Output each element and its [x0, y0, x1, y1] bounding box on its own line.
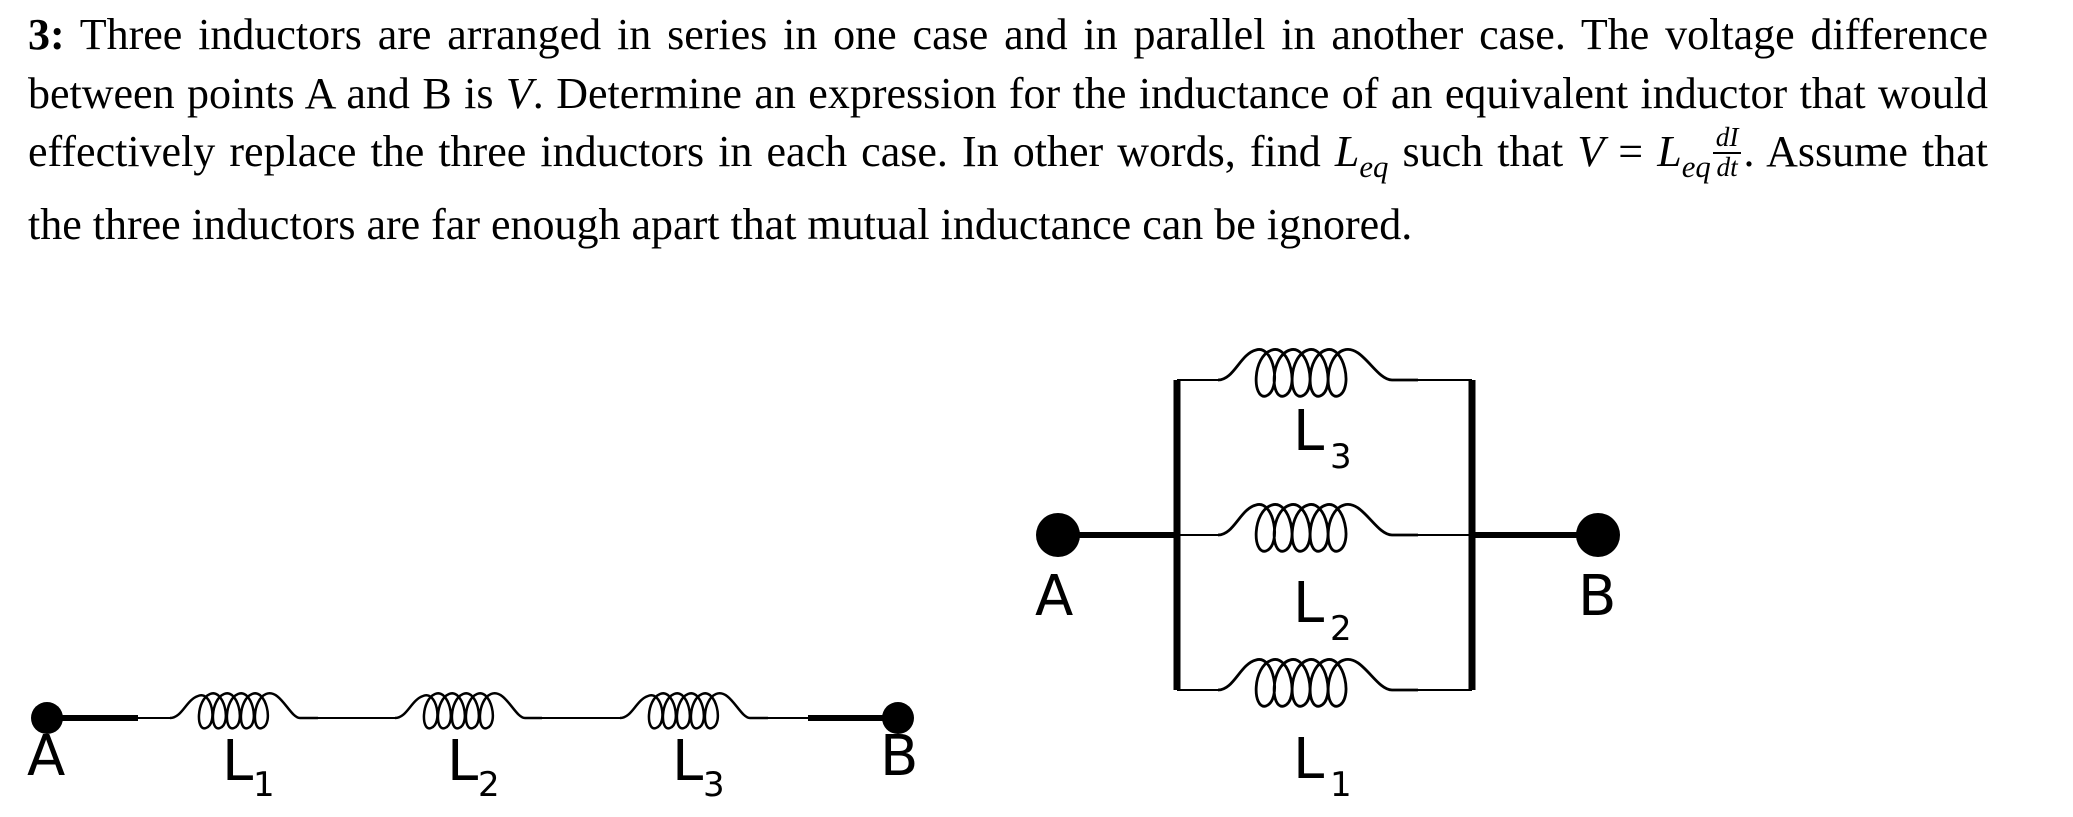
problem-number: 3:: [28, 10, 65, 59]
problem-text-3: such that: [1388, 127, 1578, 176]
parallel-label-b: B: [1578, 564, 1616, 629]
series-coil-l1: [169, 692, 318, 730]
series-label-l3: L: [672, 729, 703, 794]
leq-subscript: eq: [1359, 149, 1389, 184]
parallel-circuit: [1036, 348, 1620, 708]
parallel-label-a: A: [1035, 564, 1073, 629]
var-v: V: [505, 68, 533, 118]
fraction-numerator: dI: [1712, 123, 1742, 154]
parallel-coil-l1: [1217, 658, 1418, 708]
parallel-label-l2: L: [1293, 571, 1324, 636]
series-labels: A B L 1 L 2 L 3: [27, 724, 918, 805]
equation-l-subscript: eq: [1681, 149, 1711, 184]
parallel-coil-l3: [1217, 348, 1418, 398]
series-label-a: A: [27, 724, 65, 789]
leq-symbol: L: [1334, 127, 1360, 176]
series-label-l1-sub: 1: [253, 765, 275, 805]
parallel-label-l2-sub: 2: [1330, 609, 1352, 649]
parallel-label-l1: L: [1293, 727, 1324, 792]
parallel-label-l3: L: [1293, 399, 1324, 464]
problem-text-4: . Assume that the three inductors are fa…: [28, 127, 1988, 250]
series-coil-l3: [619, 692, 768, 730]
equation-l: L: [1657, 127, 1682, 176]
problem-text-2: . Determine an expression for the induct…: [28, 68, 1989, 177]
equation-v: V: [1577, 127, 1605, 176]
series-coil-l2: [394, 692, 542, 730]
fraction-denominator: dt: [1716, 151, 1738, 182]
series-label-b: B: [880, 724, 918, 789]
series-label-l2-sub: 2: [478, 765, 500, 805]
parallel-coil-l2: [1217, 503, 1418, 553]
parallel-labels: A B L 3 L 2 L 1: [1035, 399, 1616, 805]
parallel-label-l3-sub: 3: [1330, 437, 1352, 477]
series-terminal-b-dot: [882, 702, 914, 734]
equation-equals: =: [1604, 127, 1658, 176]
parallel-terminal-b-dot: [1576, 513, 1620, 557]
series-circuit: [31, 692, 914, 734]
series-label-l2: L: [447, 729, 478, 794]
problem-statement: 3: Three inductors are arranged in serie…: [28, 6, 1988, 255]
series-label-l3-sub: 3: [703, 765, 725, 805]
parallel-label-l1-sub: 1: [1330, 765, 1352, 805]
problem-text-1: Three inductors are arranged in series i…: [28, 10, 1988, 118]
series-label-l1: L: [222, 729, 253, 794]
